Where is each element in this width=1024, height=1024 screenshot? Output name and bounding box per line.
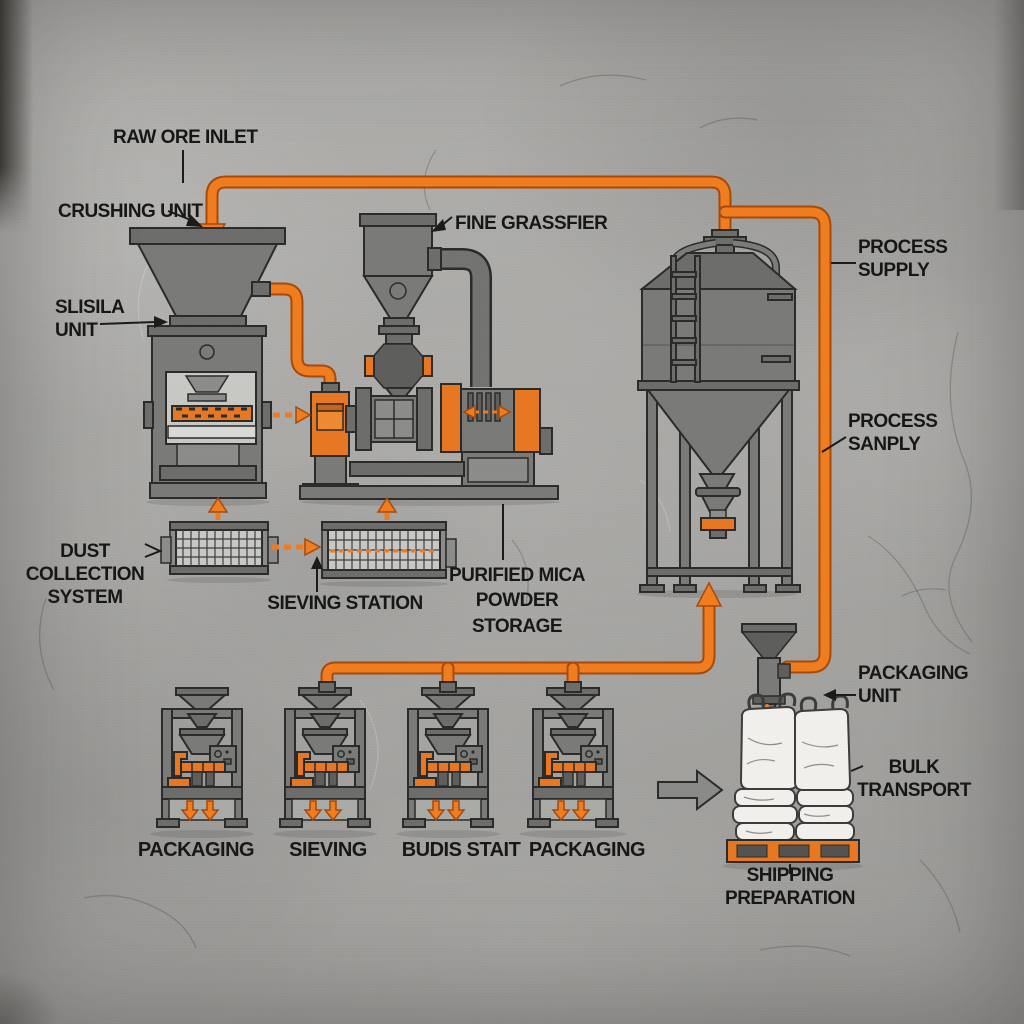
sack-stack — [732, 788, 855, 841]
label-packaging-unit: PACKAGING UNIT — [858, 663, 969, 708]
label-sligila-unit: SLISILA UNIT — [55, 297, 125, 342]
label-shipping-preparation: SHIPPING PREPARATION — [725, 865, 855, 910]
label-purified-mica-powder-storage: PURIFIED MICA POWDER STORAGE — [449, 565, 586, 637]
label-process-supply: PROCESS SUPPLY — [858, 237, 948, 282]
flow-arrow-up-icon — [695, 581, 723, 607]
label-station-3: BUDIS STAIT — [401, 839, 521, 861]
dust-flow-arrows — [207, 496, 398, 557]
label-dust-collection-system: DUST COLLECTION SYSTEM — [25, 541, 145, 609]
label-raw-ore-inlet: RAW ORE INLET — [113, 127, 258, 148]
packaging-funnel — [740, 623, 798, 718]
silo-ladder — [670, 255, 701, 383]
ground-shadows — [146, 498, 863, 871]
label-crushing-unit: CRUSHING UNIT — [58, 201, 203, 222]
packaging-machine-3 — [402, 687, 494, 828]
blower-unit — [273, 382, 359, 499]
concrete-edge-shadow-bottom — [0, 934, 60, 1024]
label-station-1: PACKAGING — [137, 839, 255, 861]
storage-silo — [637, 229, 801, 593]
label-station-2: SIEVING — [289, 839, 367, 861]
packaging-machine-1 — [156, 687, 248, 828]
bulk-bags — [739, 692, 852, 791]
machine-feed-caps — [318, 681, 582, 693]
label-station-4: PACKAGING — [528, 839, 646, 861]
silo-discharge-valve — [695, 473, 741, 539]
top-feed-pipe — [197, 175, 832, 674]
label-process-sanply: PROCESS SANPLY — [848, 411, 938, 456]
packaging-machine-2 — [279, 687, 371, 828]
annotation-lines — [99, 150, 864, 874]
dust-filter-2 — [321, 521, 457, 579]
crusher-machine — [129, 227, 286, 499]
label-sieving-station: SIEVING STATION — [267, 593, 423, 614]
classifier-riser-pipe — [441, 248, 492, 387]
label-fine-classifier: FINE GRASSFIER — [455, 213, 608, 234]
label-bulk-transport: BULK TRANSPORT — [857, 757, 971, 802]
fine-classifier-machine — [299, 213, 559, 500]
pallet — [726, 839, 860, 863]
silo-service-pipe — [732, 240, 779, 358]
dust-flow-arrow-icon — [295, 405, 312, 425]
transfer-arrow-icon — [657, 768, 724, 812]
concrete-edge-shadow-left — [0, 0, 46, 232]
dust-filter-1 — [160, 521, 279, 575]
rotary-valve — [371, 343, 425, 389]
concrete-edge-shadow-right — [994, 0, 1024, 210]
distribution-pipe — [320, 581, 723, 691]
packaging-machine-4 — [527, 687, 619, 828]
crusher-outlet-pipe — [259, 282, 337, 393]
